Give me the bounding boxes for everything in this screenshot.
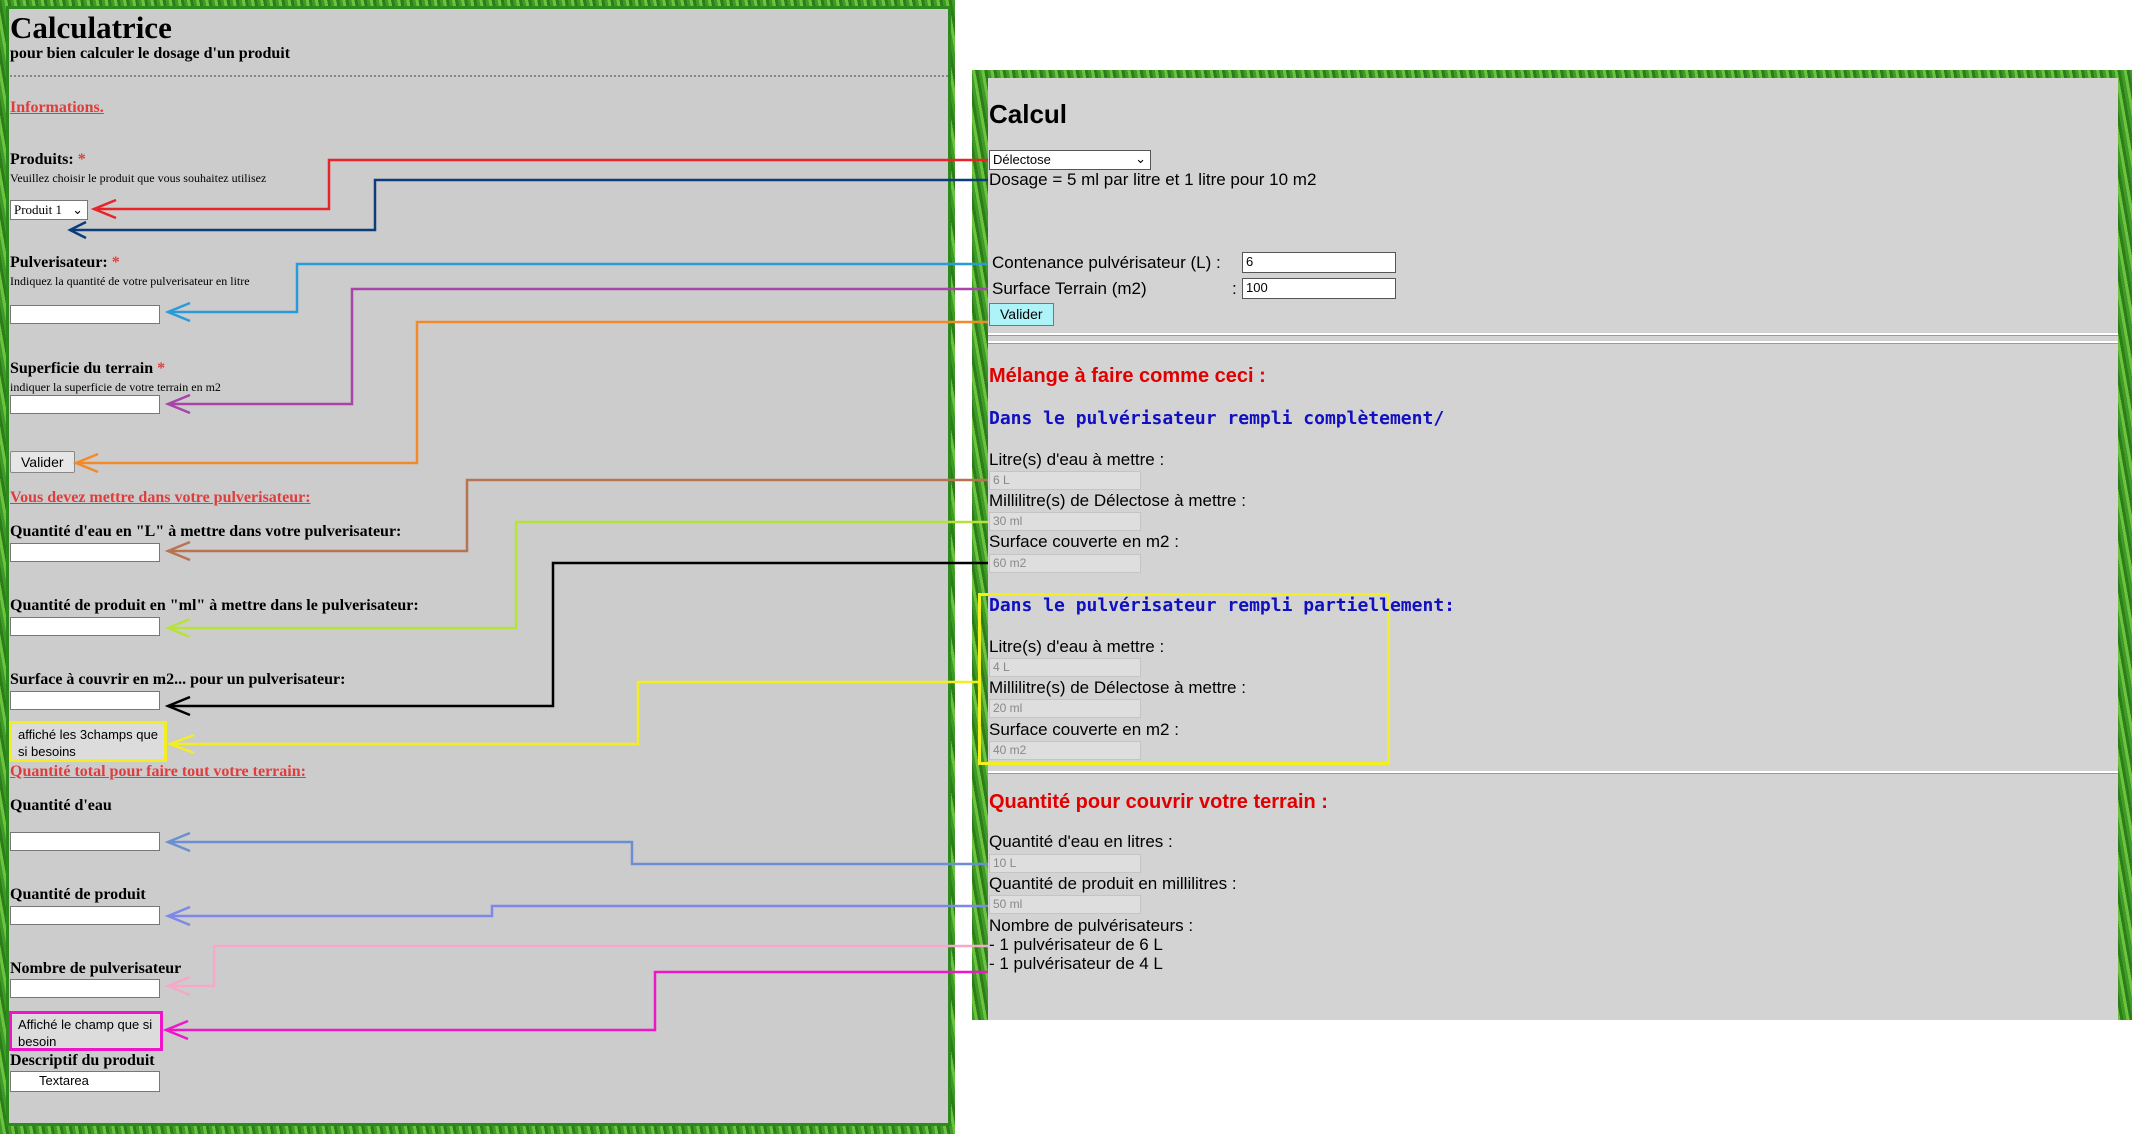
- partiel-surface-label: Surface couverte en m2 :: [989, 720, 1179, 739]
- contenance-input[interactable]: 6: [1242, 252, 1396, 273]
- produit-select-right-value: Délectose: [993, 152, 1051, 167]
- superficie-input[interactable]: [10, 395, 160, 414]
- partiel-highlight-box: [978, 593, 1390, 765]
- qte-eau-label: Quantité d'eau en "L" à mettre dans votr…: [10, 523, 402, 540]
- nombre-line-1: - 1 pulvérisateur de 6 L: [989, 935, 1163, 954]
- arrow-partiel: [166, 680, 978, 755]
- partiel-litres-label: Litre(s) d'eau à mettre :: [989, 637, 1165, 656]
- produit-select-value: Produit 1: [14, 202, 63, 217]
- complet-surface-label: Surface couverte en m2 :: [989, 532, 1179, 551]
- superficie-label: Superficie du terrain *: [10, 360, 166, 377]
- valider-button-left[interactable]: Valider: [10, 451, 75, 473]
- dotted-divider: [10, 75, 948, 77]
- produit-select[interactable]: Produit 1 ⌄: [10, 200, 88, 220]
- arrow-ml: [164, 520, 988, 639]
- total-produit-label: Quantité de produit: [10, 886, 146, 903]
- informations-heading: Informations.: [10, 99, 104, 116]
- nombre-right-label: Nombre de pulvérisateurs :: [989, 916, 1194, 935]
- arrow-surface-couverte: [164, 561, 988, 717]
- divider: [988, 341, 2118, 344]
- pulverisateur-input[interactable]: [10, 305, 160, 324]
- arrow-contenance: [164, 262, 988, 323]
- arrow-nombre-line-1: [164, 944, 988, 997]
- arrow-nombre-line-2: [162, 970, 988, 1041]
- qte-produit-right-field: 50 ml: [989, 895, 1141, 914]
- nombre-line-2: - 1 pulvérisateur de 4 L: [989, 954, 1163, 973]
- page-subtitle: pour bien calculer le dosage d'un produi…: [10, 45, 291, 62]
- qte-produit-label: Quantité de produit en "ml" à mettre dan…: [10, 597, 419, 614]
- pulverisateur-label: Pulverisateur: *: [10, 254, 120, 271]
- complet-surface-field: 60 m2: [989, 554, 1141, 573]
- section-total-heading: Quantité total pour faire tout votre ter…: [10, 763, 306, 780]
- arrow-dosage: [67, 178, 988, 240]
- contenance-label: Contenance pulvérisateur (L) :: [992, 253, 1221, 272]
- surface-couvrir-input[interactable]: [10, 691, 160, 710]
- right-calcul-panel: [988, 78, 2118, 1020]
- complet-ml-label: Millilitre(s) de Délectose à mettre :: [989, 491, 1246, 510]
- complet-heading: Dans le pulvérisateur rempli complètemen…: [989, 408, 1445, 429]
- descriptif-label: Descriptif du produit: [10, 1052, 155, 1069]
- total-eau-label: Quantité d'eau: [10, 797, 112, 814]
- complet-ml-field: 30 ml: [989, 512, 1141, 531]
- quantite-heading: Quantité pour couvrir votre terrain :: [989, 791, 1328, 813]
- partiel-surface-field: 40 m2: [989, 741, 1141, 760]
- produits-help: Veuillez choisir le produit que vous sou…: [10, 171, 267, 185]
- arrow-valider: [72, 320, 988, 474]
- note-champ: Affiché le champ que si besoin: [9, 1011, 163, 1051]
- qte-produit-input[interactable]: [10, 617, 160, 636]
- divider: [988, 771, 2118, 774]
- note-3champs: affiché les 3champs que si besoins: [9, 721, 167, 762]
- pulverisateur-help: Indiquez la quantité de votre pulverisat…: [10, 274, 250, 288]
- section-pulverisateur-heading: Vous devez mettre dans votre pulverisate…: [10, 489, 311, 506]
- calcul-title: Calcul: [989, 99, 1068, 129]
- descriptif-textarea[interactable]: Textarea: [10, 1071, 160, 1092]
- arrow-qte-eau: [164, 831, 988, 866]
- qte-eau-input[interactable]: [10, 543, 160, 562]
- produits-label: Produits: *: [10, 151, 86, 168]
- total-eau-input[interactable]: [10, 832, 160, 851]
- surface-couvrir-label: Surface à couvrir en m2... pour un pulve…: [10, 671, 346, 688]
- page-title: Calculatrice: [10, 10, 172, 45]
- superficie-help: indiquer la superficie de votre terrain …: [10, 380, 221, 394]
- complet-litres-field: 6 L: [989, 471, 1141, 490]
- arrow-surface-terrain: [164, 287, 988, 415]
- qte-produit-right-label: Quantité de produit en millilitres :: [989, 874, 1237, 893]
- total-produit-input[interactable]: [10, 906, 160, 925]
- qte-eau-right-label: Quantité d'eau en litres :: [989, 832, 1173, 851]
- chevron-down-icon: ⌄: [1135, 151, 1146, 166]
- complet-litres-label: Litre(s) d'eau à mettre :: [989, 450, 1165, 469]
- left-form-panel: [6, 6, 951, 1126]
- surface-terrain-input[interactable]: 100: [1242, 278, 1396, 299]
- arrow-produit-select: [90, 158, 988, 220]
- nombre-pulverisateur-label: Nombre de pulverisateur: [10, 960, 182, 977]
- partiel-litres-field: 4 L: [989, 658, 1141, 677]
- partiel-ml-field: 20 ml: [989, 699, 1141, 718]
- valider-button-right[interactable]: Valider: [989, 303, 1054, 326]
- nombre-pulverisateur-input[interactable]: [10, 979, 160, 998]
- surface-terrain-label: Surface Terrain (m2): [992, 279, 1147, 298]
- arrow-litres: [164, 478, 988, 562]
- dosage-text: Dosage = 5 ml par litre et 1 litre pour …: [989, 170, 1317, 189]
- produit-select-right[interactable]: Délectose ⌄: [989, 150, 1151, 170]
- qte-eau-right-field: 10 L: [989, 854, 1141, 873]
- chevron-down-icon: ⌄: [72, 202, 83, 217]
- surface-terrain-colon: :: [1232, 279, 1237, 298]
- arrow-qte-produit: [164, 904, 988, 927]
- melange-heading: Mélange à faire comme ceci :: [989, 365, 1266, 387]
- divider: [988, 333, 2118, 336]
- partiel-ml-label: Millilitre(s) de Délectose à mettre :: [989, 678, 1246, 697]
- partiel-heading: Dans le pulvérisateur rempli partielleme…: [989, 595, 1455, 616]
